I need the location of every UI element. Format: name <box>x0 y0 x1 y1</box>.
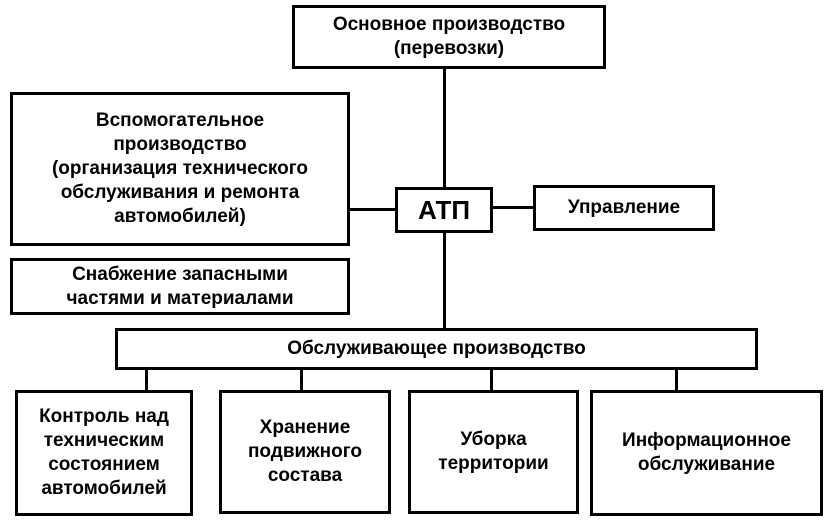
connector-main-to-atp <box>443 69 446 187</box>
auxiliary-production-label: Вспомогательное производство (организаци… <box>51 110 309 227</box>
technical-control-label: Контроль над техническим состоянием авто… <box>39 406 169 499</box>
auxiliary-production-box: Вспомогательное производство (организаци… <box>10 92 350 246</box>
connector-atp-to-management <box>493 206 533 209</box>
management-box: Управление <box>533 185 715 231</box>
service-production-label: Обслуживающее производство <box>287 338 586 359</box>
supply-label: Снабжение запасными частями и материалам… <box>66 263 294 309</box>
service-production-box: Обслуживающее производство <box>115 328 758 370</box>
technical-control-box: Контроль над техническим состоянием авто… <box>15 390 193 516</box>
supply-box: Снабжение запасными частями и материалам… <box>10 258 350 315</box>
connector-atp-to-service <box>443 233 446 328</box>
connector-service-to-control <box>145 370 148 390</box>
management-label: Управление <box>567 197 681 218</box>
rolling-stock-storage-label: Хранение подвижного состава <box>247 417 363 486</box>
atp-center-label: АТП <box>417 195 471 225</box>
territory-cleaning-box: Уборка территории <box>408 390 579 514</box>
connector-service-to-cleaning <box>490 370 493 390</box>
information-service-box: Информационное обслуживание <box>590 390 823 516</box>
main-production-box: Основное производство (перевозки) <box>292 5 606 69</box>
atp-center-box: АТП <box>395 187 493 233</box>
connector-service-to-info <box>675 370 678 390</box>
main-production-label: Основное производство (перевозки) <box>332 14 566 59</box>
information-service-label: Информационное обслуживание <box>622 430 791 475</box>
rolling-stock-storage-box: Хранение подвижного состава <box>219 390 391 514</box>
connector-aux-to-atp <box>350 208 395 211</box>
connector-service-to-storage <box>300 370 303 390</box>
territory-cleaning-label: Уборка территории <box>438 429 549 474</box>
